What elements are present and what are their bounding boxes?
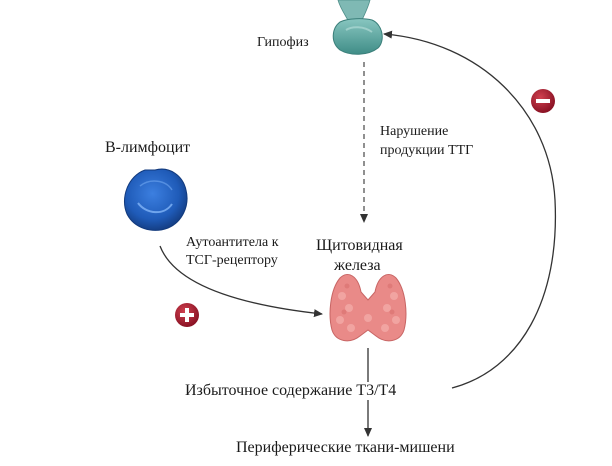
negative-sign-icon xyxy=(531,89,555,113)
positive-sign-icon xyxy=(175,303,199,327)
pituitary-gland-icon xyxy=(332,0,383,55)
autoantibodies-label-line2: ТСГ-рецептору xyxy=(186,253,278,268)
tsh-disruption-label-line1: Нарушение xyxy=(380,124,449,139)
b-lymphocyte-icon xyxy=(123,168,188,231)
pituitary-label: Гипофиз xyxy=(257,35,309,50)
peripheral-tissues-label: Периферические ткани-мишени xyxy=(236,439,455,456)
autoantibody-arrow xyxy=(159,245,323,318)
autoantibodies-label-line1: Аутоантитела к xyxy=(186,235,279,250)
excess-hormones-label: Избыточное содержание Т3/Т4 xyxy=(185,382,397,399)
thyroid-gland-icon xyxy=(329,274,407,342)
negative-feedback-arrow xyxy=(383,30,557,389)
tsh-disruption-label-line2: продукции ТТГ xyxy=(380,143,474,158)
thyroid-label-line1: Щитовидная xyxy=(316,237,403,254)
b-lymphocyte-label: В-лимфоцит xyxy=(105,139,191,156)
thyroid-label-line2: железа xyxy=(334,257,381,274)
